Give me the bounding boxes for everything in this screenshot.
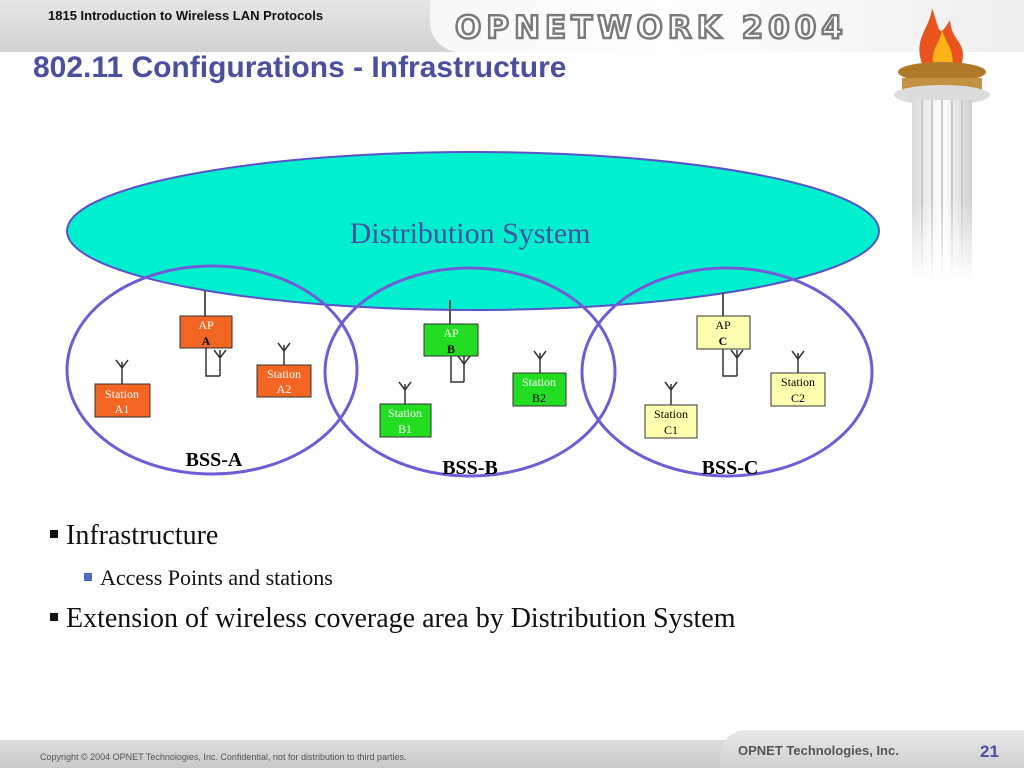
distribution-system-label: Distribution System [350, 217, 591, 250]
ap-a-line2: A [202, 334, 211, 348]
station-a1-antenna-icon [115, 359, 129, 384]
sub-bullet-item: Access Points and stations [84, 565, 333, 591]
station-c2-antenna-icon [791, 350, 805, 373]
ap-a-box [179, 315, 233, 349]
station-a1-box [94, 383, 151, 418]
station-b1-line1: Station [388, 406, 422, 420]
ap-c-antenna-icon [722, 349, 744, 377]
page-number: 21 [980, 742, 999, 761]
station-a1-line1: Station [105, 387, 139, 401]
station-c1-antenna-icon [664, 381, 678, 405]
bss-b-circle [323, 266, 617, 478]
opnetwork-logo: OPNETWORK 2004 [454, 9, 848, 48]
ap-a-antenna-icon [205, 348, 227, 377]
bss-b-label: BSS-B [442, 457, 498, 479]
ap-b-antenna-icon [450, 355, 471, 383]
bullet-item: Extension of wireless coverage area by D… [50, 603, 736, 635]
station-b2-line2: B2 [532, 391, 546, 405]
ap-c-box [696, 315, 751, 350]
station-b1-box [379, 403, 432, 438]
footer-brand-panel [720, 730, 1024, 768]
station-c2-line2: C2 [791, 391, 805, 405]
distribution-system-ellipse [66, 151, 880, 311]
station-c1-box [644, 404, 698, 439]
station-a2-line2: A2 [277, 382, 292, 396]
station-b2-line1: Station [522, 375, 556, 389]
company-name: OPNET Technologies, Inc. [738, 743, 899, 758]
station-a1-line2: A1 [115, 402, 130, 416]
square-bullet-icon [50, 612, 58, 621]
station-b2-box [512, 372, 567, 407]
bss-c-label: BSS-C [702, 457, 759, 479]
station-c1-line1: Station [654, 407, 688, 421]
square-bullet-icon [84, 572, 92, 581]
slide-title: 802.11 Configurations - Infrastructure [33, 51, 567, 84]
station-b1-line2: B1 [398, 422, 412, 436]
torch-icon [894, 8, 1024, 280]
bullet-item: Infrastructure [50, 520, 218, 552]
station-a2-box [256, 364, 312, 398]
bss-c-circle [580, 266, 874, 478]
station-a2-line1: Station [267, 367, 301, 381]
station-c2-box [770, 372, 826, 407]
station-c1-line2: C1 [664, 423, 678, 437]
ap-a-line1: AP [198, 318, 214, 332]
bss-a-label: BSS-A [186, 449, 243, 471]
ap-c-line1: AP [715, 318, 731, 332]
ap-b-line2: B [447, 342, 455, 356]
square-bullet-icon [50, 529, 58, 538]
ap-c-line2: C [719, 334, 728, 348]
station-c2-line1: Station [781, 375, 815, 389]
sub-bullet-text: Access Points and stations [100, 565, 333, 590]
course-title: 1815 Introduction to Wireless LAN Protoc… [48, 8, 324, 23]
bss-a-circle [65, 264, 359, 476]
station-a2-antenna-icon [277, 342, 291, 365]
station-b2-antenna-icon [533, 350, 547, 373]
ap-b-line1: AP [443, 326, 459, 340]
station-b1-antenna-icon [398, 381, 412, 404]
ap-b-box [423, 323, 479, 357]
bullet-text: Infrastructure [66, 520, 219, 551]
copyright-notice: Copyright © 2004 OPNET Technologies, Inc… [40, 752, 407, 762]
bullet-text: Extension of wireless coverage area by D… [66, 603, 736, 634]
